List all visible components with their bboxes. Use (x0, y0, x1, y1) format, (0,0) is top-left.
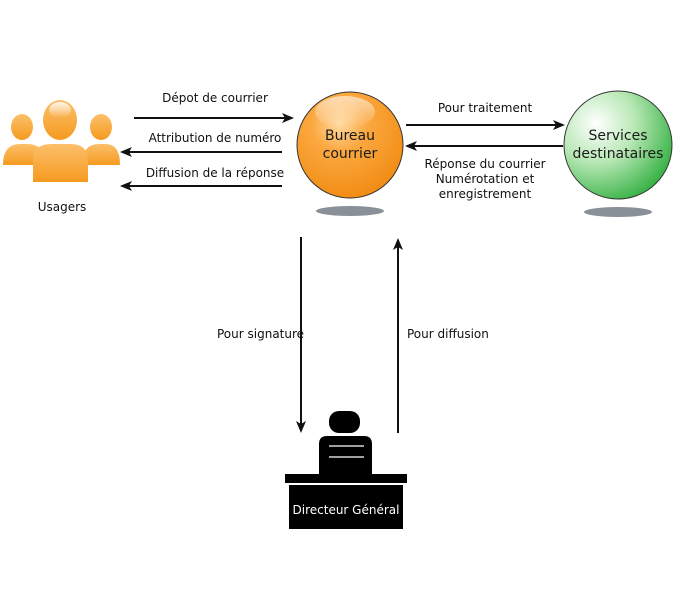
usagers-label: Usagers (37, 200, 87, 214)
services-label-line1: Services (588, 128, 648, 144)
edge-traitement-label: Pour traitement (437, 101, 533, 115)
edge-depot-label: Dépot de courrier (162, 91, 268, 105)
bureau-label-line2: courrier (322, 146, 378, 162)
edge-reponse-label: Réponse du courrier Numérotation et enre… (415, 157, 555, 202)
director-body (319, 436, 372, 475)
services-label-line2: destinataires (572, 146, 664, 162)
services-destinataires-label: Services destinataires (560, 127, 676, 163)
edge-diffusion-label: Pour diffusion (407, 327, 489, 341)
services-destinataires-node[interactable] (563, 90, 673, 217)
bureau-courrier-node[interactable] (296, 91, 404, 216)
director-head (329, 411, 360, 433)
edge-diffusion-reponse-label: Diffusion de la réponse (145, 166, 285, 180)
edge-reponse-line3: enregistrement (438, 187, 532, 201)
desk-front (289, 485, 403, 529)
directeur-general-label: Directeur Général (292, 503, 400, 517)
director-desk-icon (285, 411, 407, 529)
bureau-shadow (316, 206, 384, 216)
edge-reponse-line2: Numérotation et (435, 172, 535, 186)
bureau-courrier-label: Bureau courrier (297, 127, 403, 163)
bureau-label-line1: Bureau (325, 128, 375, 144)
user-center-icon (33, 100, 88, 182)
edge-reponse-line1: Réponse du courrier (424, 157, 546, 171)
edge-attribution-label: Attribution de numéro (148, 131, 282, 145)
user-right-icon (82, 114, 120, 165)
desk-top (285, 474, 407, 483)
edge-signature-label: Pour signature (217, 327, 305, 341)
users-group-icon (3, 100, 120, 182)
services-shadow (584, 207, 652, 217)
